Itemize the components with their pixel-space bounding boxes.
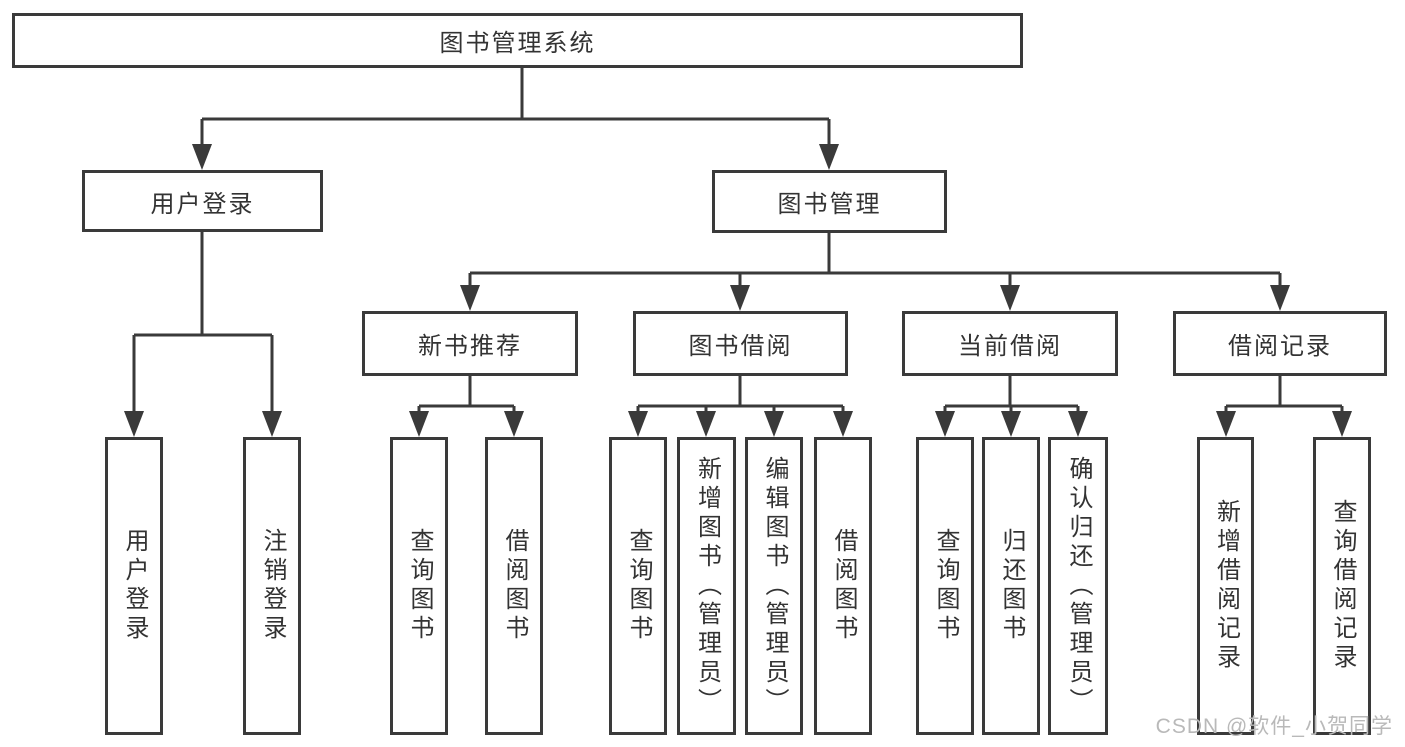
node-new-book-recommend: 新书推荐 (362, 311, 578, 376)
node-label: 查询图书 (625, 528, 652, 644)
leaf-user-login: 用户登录 (105, 437, 163, 735)
node-label: 归还图书 (998, 528, 1025, 644)
node-label: 借阅图书 (830, 528, 857, 644)
leaf-borrow-books: 借阅图书 (814, 437, 872, 735)
node-label: 查询借阅记录 (1329, 499, 1356, 673)
arrow-down-icon (409, 411, 429, 437)
arrow-down-icon (628, 411, 648, 437)
node-label: 图书管理 (777, 191, 882, 218)
leaf-confirm-return-admin: 确认归还（管理员） (1048, 437, 1108, 735)
arrow-down-icon (1270, 285, 1290, 311)
arrow-down-icon (764, 411, 784, 437)
arrow-down-icon (1216, 411, 1236, 437)
node-label: 注销登录 (259, 528, 286, 644)
node-label: 确认归还（管理员） (1065, 455, 1092, 717)
node-label: 当前借阅 (958, 333, 1062, 360)
node-label: 图书借阅 (688, 333, 793, 360)
leaf-add-borrow-record: 新增借阅记录 (1197, 437, 1254, 735)
leaf-edit-books-admin: 编辑图书（管理员） (745, 437, 803, 735)
arrow-down-icon (504, 411, 524, 437)
arrow-down-icon (1000, 285, 1020, 311)
arrow-down-icon (935, 411, 955, 437)
node-label: 新书推荐 (418, 333, 522, 360)
arrowhead-icons (124, 144, 1352, 437)
node-label: 借阅图书 (501, 528, 528, 644)
arrow-down-icon (730, 285, 750, 311)
node-label: 用户登录 (150, 190, 255, 218)
arrow-down-icon (819, 144, 839, 170)
leaf-query-books: 查询图书 (390, 437, 448, 735)
leaf-logout: 注销登录 (243, 437, 301, 735)
node-library-system: 图书管理系统 (12, 13, 1023, 68)
node-book-borrow: 图书借阅 (633, 311, 848, 376)
arrow-down-icon (192, 144, 212, 170)
arrow-down-icon (1001, 411, 1021, 437)
arrow-down-icon (1068, 411, 1088, 437)
node-label: 新增图书（管理员） (693, 455, 721, 717)
node-label: 编辑图书（管理员） (761, 455, 788, 717)
node-label: 查询图书 (406, 528, 433, 644)
node-label: 借阅记录 (1228, 333, 1332, 360)
node-user-login-module: 用户登录 (82, 170, 323, 232)
node-label: 图书管理系统 (439, 30, 596, 57)
leaf-query-books: 查询图书 (609, 437, 667, 735)
watermark: CSDN @软件_小贺同学 (1155, 715, 1393, 738)
node-borrow-records: 借阅记录 (1173, 311, 1387, 376)
arrow-down-icon (1332, 411, 1352, 437)
leaf-query-borrow-record: 查询借阅记录 (1313, 437, 1371, 735)
leaf-return-books: 归还图书 (982, 437, 1040, 735)
node-label: 用户登录 (121, 528, 148, 644)
node-label: 新增借阅记录 (1212, 499, 1240, 673)
arrow-down-icon (696, 411, 716, 437)
arrow-down-icon (833, 411, 853, 437)
leaf-query-books: 查询图书 (916, 437, 974, 735)
node-label: 查询图书 (932, 528, 959, 644)
arrow-down-icon (262, 411, 282, 437)
node-book-management: 图书管理 (712, 170, 947, 233)
arrow-down-icon (124, 411, 144, 437)
leaf-add-books-admin: 新增图书（管理员） (677, 437, 736, 735)
arrow-down-icon (460, 285, 480, 311)
node-current-borrow: 当前借阅 (902, 311, 1118, 376)
leaf-borrow-books: 借阅图书 (485, 437, 543, 735)
